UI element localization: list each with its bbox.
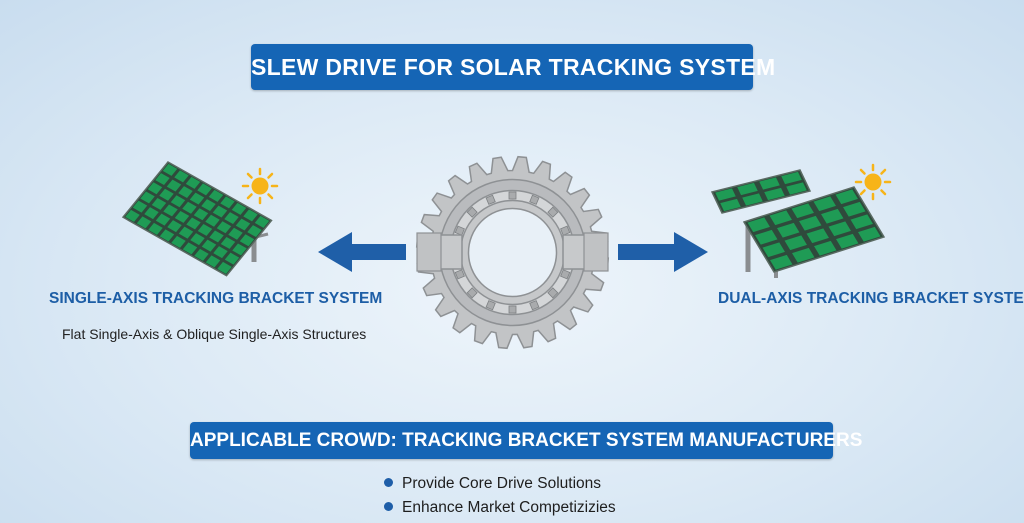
sun-icon: [854, 163, 892, 201]
list-item: Enhance Market Competizizies: [384, 496, 616, 520]
list-item-text: Provide Core Drive Solutions: [402, 475, 602, 492]
arrow-left-icon: [318, 232, 406, 272]
sun-icon: [241, 167, 279, 205]
list-item: Provide Core Drive Solutions: [384, 472, 616, 496]
single-axis-panel-icon: [121, 161, 273, 277]
single-axis-sublabel: Flat Single-Axis & Oblique Single-Axis S…: [62, 326, 367, 342]
single-axis-label: SINGLE-AXIS TRACKING BRACKET SYSTEM: [49, 290, 383, 307]
title-banner: SLEW DRIVE FOR SOLAR TRACKING SYSTEM: [251, 44, 775, 90]
bullet-icon: [384, 502, 393, 511]
gear-icon: [415, 155, 610, 350]
applicable-crowd-banner: APPLICABLE CROWD: TRACKING BRACKET SYSTE…: [190, 422, 862, 459]
dual-axis-panel-icon: [710, 169, 886, 278]
bullet-icon: [384, 478, 393, 487]
list-item-text: Enhance Market Competizizies: [402, 499, 616, 516]
arrow-right-icon: [618, 232, 708, 272]
dual-axis-label: DUAL-AXIS TRACKING BRACKET SYSTEM: [718, 290, 1024, 307]
benefit-list: Provide Core Drive Solutions Enhance Mar…: [384, 472, 616, 520]
